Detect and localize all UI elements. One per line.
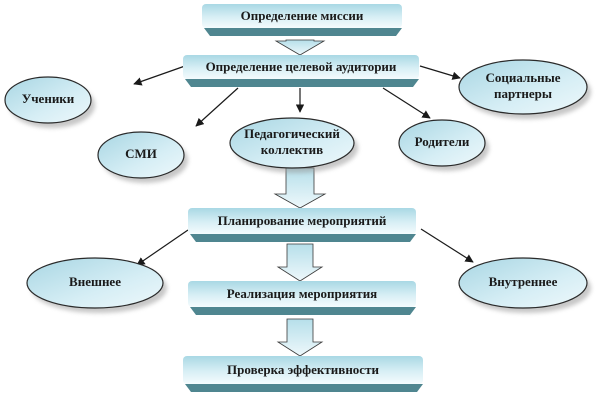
box-label: Реализация мероприятия <box>227 286 377 301</box>
ellipse-shape <box>398 119 486 167</box>
box-shadow <box>190 307 416 315</box>
box-label: Определение целевой аудитории <box>206 59 397 74</box>
box-label: Определение миссии <box>241 8 364 23</box>
box-shadow <box>204 28 402 36</box>
ellipse-shape <box>26 257 164 309</box>
ellipse-students: Ученики <box>4 76 95 128</box>
arrow-audience-to-parents <box>382 87 431 119</box>
ellipse-label: партнеры <box>494 86 552 101</box>
ellipse-label: Ученики <box>22 91 75 106</box>
box-face <box>183 356 423 384</box>
ellipse-label: СМИ <box>125 146 157 161</box>
ellipse-shape <box>458 257 588 309</box>
box-check: Проверка эффективности <box>183 356 423 392</box>
box-planning: Планирование мероприятий <box>188 208 416 242</box>
ellipse-shape <box>229 117 355 169</box>
block-arrow-teachers-to-planning <box>273 167 327 209</box>
box-label: Планирование мероприятий <box>218 213 387 228</box>
box-face <box>188 208 416 234</box>
box-shadow <box>190 234 416 242</box>
ellipse-label: Социальные <box>485 70 560 85</box>
box-realization: Реализация мероприятия <box>188 281 416 315</box>
block-arrows <box>273 39 327 357</box>
ellipse-shape <box>97 131 185 179</box>
arrow-audience-to-media <box>195 87 239 127</box>
box-face <box>202 4 402 28</box>
box-mission: Определение миссии <box>202 4 402 36</box>
ellipse-label: коллектив <box>261 142 323 157</box>
ellipse-label: Внешнее <box>69 274 121 289</box>
block-arrow-realization-to-check <box>276 318 324 357</box>
ellipse-label: Родители <box>415 134 470 149</box>
ellipse-shape <box>458 59 588 115</box>
box-label: Проверка эффективности <box>227 362 379 377</box>
arrow-audience-to-partners <box>419 65 461 80</box>
box-face <box>188 281 416 307</box>
box-audience: Определение целевой аудитории <box>183 55 419 87</box>
ellipse-media: СМИ <box>97 131 188 183</box>
box-shadow <box>185 384 423 392</box>
block-arrow-planning-to-realization <box>276 243 324 282</box>
arrow-planning-to-internal <box>420 228 474 263</box>
box-face <box>183 55 419 79</box>
ellipse-internal: Внутреннее <box>458 257 591 313</box>
connector-lines <box>133 65 474 266</box>
ellipse-shape <box>4 76 92 124</box>
ellipse-label: Внутреннее <box>489 274 558 289</box>
arrow-audience-to-students <box>133 65 186 86</box>
block-arrow-mission-to-audience <box>274 39 326 56</box>
ellipse-label: Педагогический <box>244 126 340 141</box>
ellipse-external: Внешнее <box>26 257 167 313</box>
arrow-planning-to-external <box>136 229 189 266</box>
ellipse-parents: Родители <box>398 119 489 171</box>
box-shadow <box>185 79 419 87</box>
